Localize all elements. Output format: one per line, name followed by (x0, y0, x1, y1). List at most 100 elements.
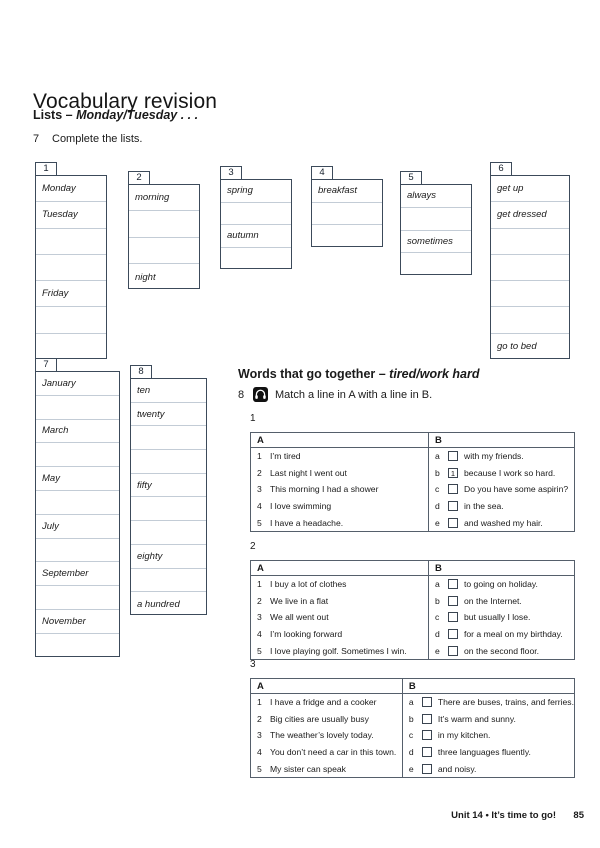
list-row-blank[interactable] (312, 225, 382, 248)
list-row-filled[interactable]: go to bed (497, 341, 537, 353)
list-row-blank[interactable] (401, 208, 471, 231)
list-row-filled[interactable]: January (36, 372, 119, 396)
match-row-text: in my kitchen. (437, 730, 491, 741)
match-answer-box[interactable] (448, 645, 458, 656)
list-row-blank[interactable] (36, 634, 119, 658)
match-answer-box[interactable]: 1 (448, 467, 458, 478)
list-row-filled[interactable]: always (401, 185, 471, 208)
match-answer-box[interactable] (448, 484, 458, 495)
match-column-b-header: B (402, 679, 574, 694)
list-row-filled[interactable]: Monday (36, 176, 106, 203)
match-row-text: because I work so hard. (464, 467, 556, 478)
match-answer-box[interactable] (421, 763, 432, 774)
list-row-blank[interactable] (131, 497, 206, 522)
match-row-key: 2 (257, 467, 262, 478)
match-answer-box[interactable] (421, 730, 432, 741)
list-row-filled[interactable]: twenty (131, 403, 206, 427)
list-row-filled[interactable]: Tuesday (36, 202, 106, 229)
list-row-filled[interactable]: fifty (131, 474, 206, 498)
list-row-filled[interactable]: autumn (221, 225, 291, 248)
match-row-text: on the second floor. (464, 645, 540, 656)
list-row-filled[interactable]: March (36, 420, 119, 444)
list-row-blank[interactable] (221, 203, 291, 226)
list-row-blank[interactable] (491, 255, 569, 282)
match-row-key: 4 (257, 629, 262, 640)
match-row-key: d (408, 747, 414, 758)
match-answer-box[interactable] (448, 501, 458, 512)
match-row-b: c but usually I lose. (429, 609, 574, 626)
match-row-text: I love playing golf. Sometimes I win. (270, 645, 407, 656)
match-row-text: You don’t need a car in this town. (270, 747, 397, 758)
match-row-text: but usually I lose. (464, 612, 531, 623)
list-row-blank[interactable] (36, 307, 106, 334)
list-box-tab-2: 2 (128, 171, 150, 185)
match-answer-box[interactable] (421, 713, 432, 724)
list-row-blank[interactable] (312, 203, 382, 226)
list-row-blank[interactable] (401, 253, 471, 276)
exercise-8-number: 8 (238, 389, 245, 401)
list-row-blank[interactable] (491, 307, 569, 334)
list-row-blank[interactable] (131, 521, 206, 545)
list-row-filled[interactable]: breakfast (312, 180, 382, 203)
list-row-filled[interactable]: July (36, 515, 119, 539)
list-row-blank[interactable] (491, 281, 569, 308)
match-row-key: c (435, 612, 440, 623)
list-row-blank[interactable] (36, 443, 119, 468)
list-row-filled[interactable]: May (36, 467, 119, 491)
exercise-7-number: 7 (33, 133, 40, 145)
list-row-filled[interactable]: November (36, 610, 119, 634)
match-answer-box[interactable] (448, 451, 458, 462)
list-box-body-2: morning night (128, 184, 200, 290)
match-answer-box[interactable] (448, 517, 458, 528)
list-row-filled[interactable]: eighty (131, 545, 206, 569)
match-answer-box[interactable] (448, 612, 458, 623)
match-row-key: 5 (257, 763, 262, 774)
match-row-text: It’s warm and sunny. (437, 713, 516, 724)
list-row-filled[interactable]: spring (221, 180, 291, 203)
list-row-filled[interactable]: get up (491, 176, 569, 203)
match-row-text: I have a fridge and a cooker (270, 697, 377, 708)
list-row-filled[interactable]: a hundred (137, 598, 180, 610)
match-answer-box[interactable] (448, 595, 458, 606)
list-row-blank[interactable] (131, 569, 206, 593)
match-row-key: 2 (257, 595, 262, 606)
match-answer-box[interactable] (448, 579, 458, 590)
list-row-blank[interactable] (491, 229, 569, 255)
list-row-blank[interactable] (36, 229, 106, 255)
list-row-blank[interactable] (36, 334, 106, 360)
list-row-filled[interactable]: get dressed (491, 202, 569, 229)
match-answer-box[interactable] (421, 747, 432, 758)
list-row-blank[interactable] (36, 586, 119, 610)
list-box-body-3: spring autumn (220, 179, 292, 271)
list-row-filled[interactable]: sometimes (401, 231, 471, 254)
list-row-blank[interactable] (36, 491, 119, 515)
list-row-blank[interactable] (129, 238, 199, 264)
list-row-blank[interactable] (131, 426, 206, 451)
list-row-filled[interactable]: Friday (36, 281, 106, 308)
match-column-b-header: B (429, 433, 574, 448)
list-row-filled[interactable]: ten (131, 379, 206, 403)
list-row-blank[interactable] (36, 396, 119, 420)
list-row-blank[interactable] (129, 211, 199, 238)
match-answer-box[interactable] (421, 697, 432, 708)
list-row-blank[interactable] (131, 450, 206, 474)
list-row-blank[interactable] (221, 248, 291, 271)
match-answer-box[interactable] (448, 629, 458, 640)
match-row-text: to going on holiday. (464, 579, 538, 590)
list-row-filled[interactable]: September (36, 562, 119, 587)
list-row-filled[interactable]: morning (129, 185, 199, 212)
match-column-a-header: A (251, 561, 428, 576)
list-row-blank[interactable] (36, 255, 106, 282)
list-row-blank[interactable] (36, 539, 119, 563)
list-row-filled[interactable]: night (135, 271, 156, 283)
match-column-a-header: A (251, 679, 402, 694)
